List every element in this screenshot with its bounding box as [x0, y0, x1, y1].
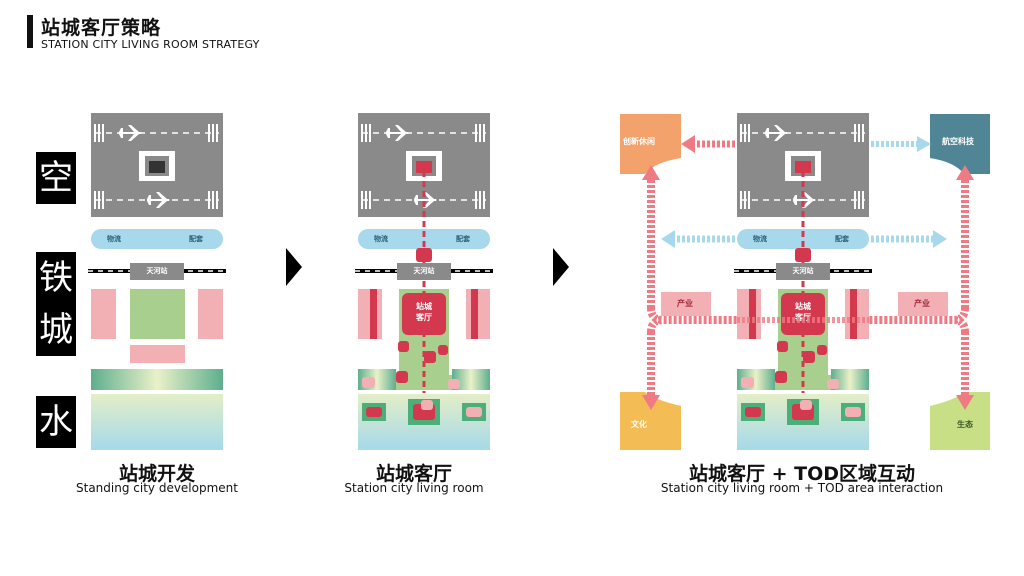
flow-arrow-icon [642, 165, 660, 180]
living-room-label-1: 站城 [416, 301, 432, 311]
flow-arrow-icon [871, 136, 931, 152]
layer-label-rail: 铁 [36, 252, 76, 304]
green-belt-right [452, 369, 490, 390]
station-box [397, 263, 451, 280]
caption-subtitle-2: Station city living room [344, 481, 484, 495]
caption-subtitle-1: Standing city development [76, 481, 238, 495]
panel-station-living-room: 物流 配套 天河站 站城 客厅 [355, 113, 493, 450]
living-room-core [781, 293, 825, 335]
caption-title-3: 站城客厅 + TOD区域互动 [688, 463, 916, 485]
green-corridor [358, 289, 490, 390]
ecology-zone [930, 392, 990, 450]
industry-label-left: 产业 [677, 298, 693, 308]
axis-node [416, 248, 432, 262]
header-accent-bar [27, 15, 33, 48]
culture-zone [620, 392, 681, 450]
panel-standing-city: 物流 配套 天河站 [88, 113, 226, 450]
direction-arrow-icon [553, 248, 569, 286]
station-box [776, 263, 830, 280]
station-label: 天河站 [793, 266, 814, 275]
logistics-support-band [737, 229, 869, 249]
green-corridor [737, 289, 869, 390]
pink-block-right [198, 289, 223, 339]
page-subtitle: STATION CITY LIVING ROOM STRATEGY [41, 38, 260, 51]
flow-arrow-icon [681, 135, 735, 153]
caption-title-1: 站城开发 [118, 463, 195, 485]
runway-zone [358, 113, 490, 217]
station-box [130, 263, 184, 280]
caption-title-2: 站城客厅 [375, 463, 452, 485]
flow-arrow-icon [642, 395, 660, 410]
green-block [130, 289, 185, 339]
support-label: 配套 [835, 234, 850, 243]
support-label: 配套 [189, 234, 204, 243]
caption-subtitle-3: Station city living room + TOD area inte… [660, 481, 944, 495]
living-room-core [402, 293, 446, 335]
logistics-label: 物流 [753, 234, 767, 243]
runway-zone [91, 113, 223, 217]
support-label: 配套 [456, 234, 471, 243]
page-title: 站城客厅策略 [41, 17, 162, 39]
green-belt [91, 369, 223, 390]
layer-label-air: 空 [36, 152, 76, 204]
layer-label-city: 城 [36, 304, 76, 356]
station-label: 天河站 [147, 266, 168, 275]
flow-arrow-icon [956, 165, 974, 180]
pink-block-bottom [130, 345, 185, 363]
logistics-support-band [358, 229, 490, 249]
innovation-leisure-zone [620, 114, 681, 174]
pink-block-left [91, 289, 116, 339]
layer-label-water: 水 [36, 396, 76, 448]
living-room-label-2: 客厅 [415, 312, 432, 322]
flow-arrow-icon [956, 395, 974, 410]
culture-label: 文化 [631, 419, 647, 429]
ecology-label: 生态 [957, 419, 973, 429]
tod-interaction-loop [647, 180, 969, 395]
panel-tod-interaction: 创新休闲 航空科技 文化 生态 物流 配套 天河站 [620, 113, 990, 450]
flow-arrow-icon [661, 230, 735, 248]
direction-arrow-icon [286, 248, 302, 286]
flow-arrow-icon [871, 230, 947, 248]
industry-label-right: 产业 [914, 298, 930, 308]
runway-zone [737, 113, 869, 217]
innovation-leisure-label: 创新休闲 [622, 136, 655, 146]
industry-block-left [661, 292, 711, 316]
industry-block-right [898, 292, 948, 316]
aviation-tech-label: 航空科技 [942, 136, 975, 146]
logistics-label: 物流 [374, 234, 388, 243]
water-zone [91, 394, 223, 450]
station-label: 天河站 [414, 266, 435, 275]
living-room-label-1: 站城 [795, 301, 811, 311]
logistics-support-band [91, 229, 223, 249]
logistics-label: 物流 [107, 234, 121, 243]
aviation-tech-zone [930, 114, 990, 174]
